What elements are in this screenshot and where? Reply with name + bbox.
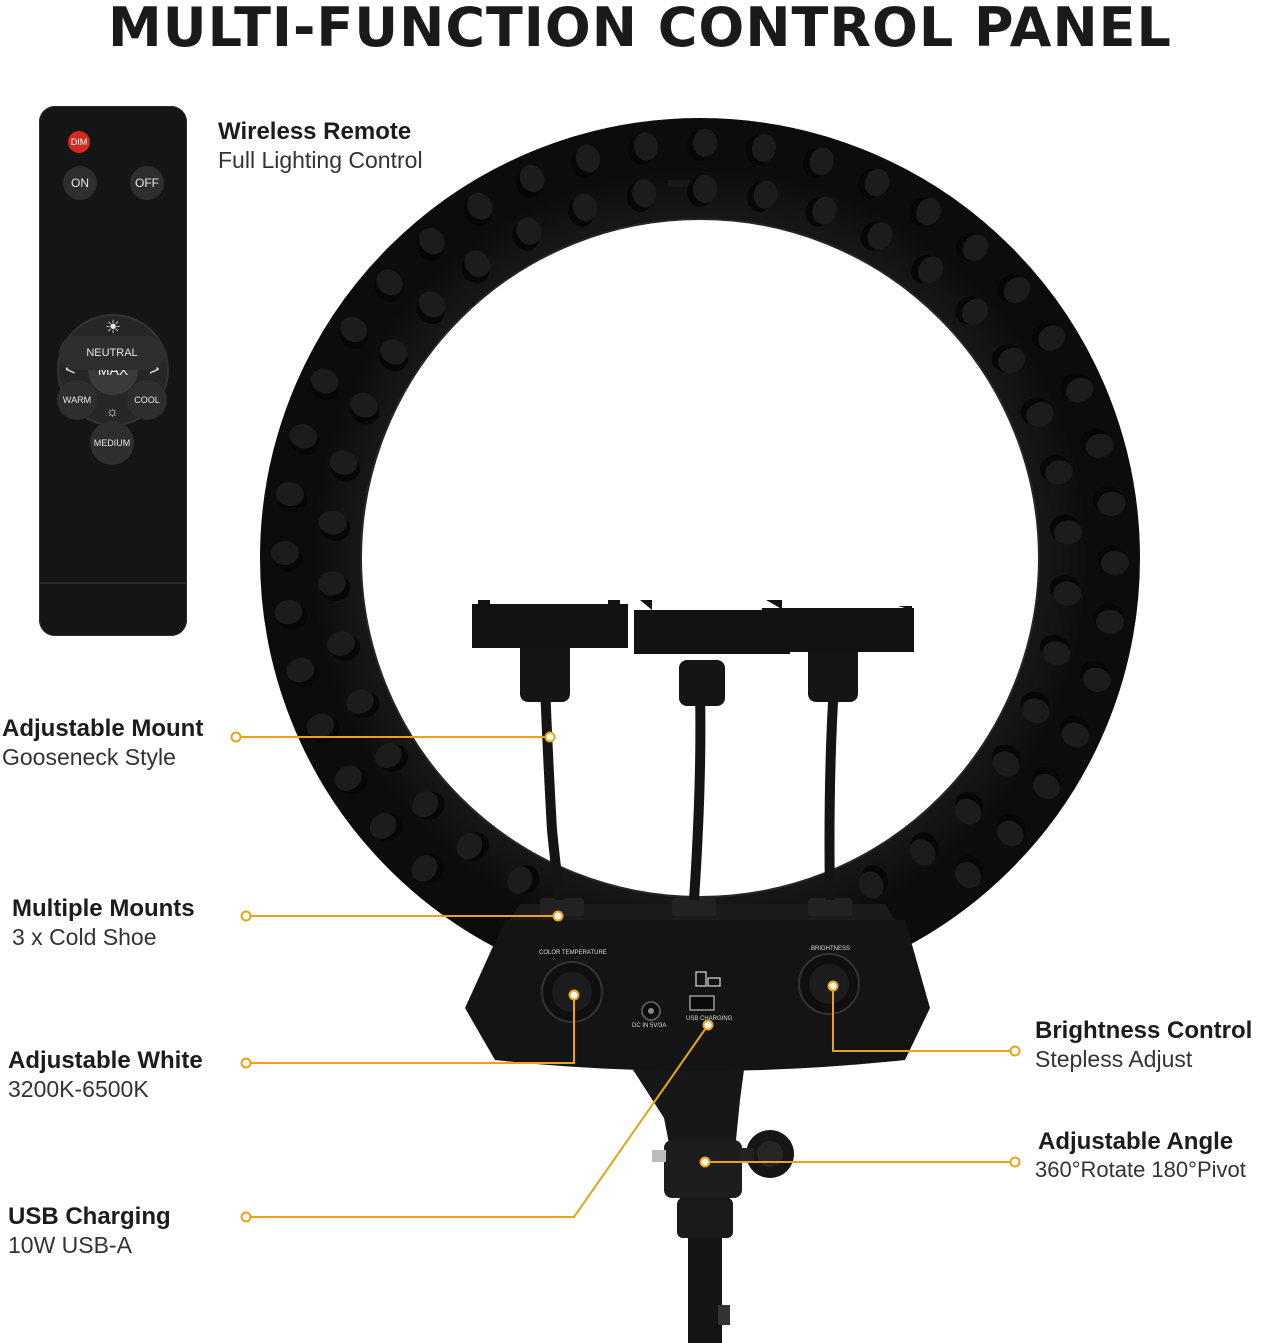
warm-button[interactable]: WARM	[57, 380, 97, 420]
feature-heading: Adjustable Angle	[1038, 1128, 1234, 1155]
led-pockets	[271, 129, 1129, 899]
feature-heading: Brightness Control	[1035, 1017, 1253, 1044]
feature-subtext: Stepless Adjust	[1035, 1046, 1193, 1072]
gooseneck-1	[540, 684, 565, 901]
stand-clamp	[677, 1198, 733, 1238]
cold-shoe-2	[672, 898, 716, 916]
dim-button[interactable]: DIM	[68, 131, 90, 153]
feature-subtext: 10W USB-A	[8, 1232, 132, 1258]
brightness-up-icon[interactable]: ☀	[105, 317, 122, 337]
feature-subtext: Full Lighting Control	[218, 147, 423, 173]
gooseneck-3	[824, 684, 839, 901]
feature-heading: Wireless Remote	[218, 118, 412, 145]
brightness-down-icon[interactable]: ☼	[106, 403, 119, 419]
usb-port[interactable]	[689, 995, 715, 1011]
cold-shoe-3	[808, 898, 852, 916]
phone-holder-2	[634, 600, 790, 654]
phone-holder-1	[472, 600, 628, 648]
right-arrow-button[interactable]: >	[149, 359, 160, 379]
feature-heading: Adjustable Mount	[2, 715, 204, 742]
off-button[interactable]: OFF	[130, 166, 164, 200]
callout-lines	[236, 736, 1015, 1218]
neutral-button[interactable]: NEUTRAL	[59, 336, 165, 370]
feature-usb-charging: USB Charging 10W USB-A	[8, 1203, 171, 1259]
callout-dots	[230, 731, 1021, 1223]
brightness-label: BRIGHTNESS	[811, 946, 851, 952]
cool-button[interactable]: COOL	[127, 380, 167, 420]
pole-lock	[718, 1305, 730, 1325]
page-title: MULTI-FUNCTION CONTROL PANEL	[108, 0, 1172, 59]
feature-wireless-remote: Wireless Remote Full Lighting Control	[218, 118, 423, 174]
feature-subtext: Gooseneck Style	[2, 744, 176, 770]
cold-shoe-1	[540, 898, 584, 916]
phone-holder-3	[762, 600, 914, 652]
on-button[interactable]: ON	[63, 166, 97, 200]
wireless-remote: DIM ON OFF ☀ < > ☼ MAX NEUTRAL WARM COOL…	[39, 106, 187, 636]
feature-adjustable-mount: Adjustable Mount Gooseneck Style	[2, 715, 203, 771]
feature-heading: Adjustable White	[8, 1047, 203, 1074]
dc-in-label: DC IN 5V/3A	[632, 1023, 667, 1029]
feature-adjustable-angle: Adjustable Angle 360°Rotate 180°Pivot	[1035, 1128, 1246, 1184]
feature-multiple-mounts: Multiple Mounts 3 x Cold Shoe	[12, 895, 195, 951]
feature-brightness-control: Brightness Control Stepless Adjust	[1035, 1017, 1252, 1073]
feature-adjustable-white: Adjustable White 3200K-6500K	[8, 1047, 203, 1103]
feature-subtext: 3200K-6500K	[8, 1076, 149, 1102]
usb-charging-label: USB CHARGING	[686, 1016, 733, 1022]
gooseneck-2	[689, 689, 706, 901]
feature-heading: Multiple Mounts	[12, 895, 195, 922]
battery-cover	[39, 582, 187, 584]
medium-button[interactable]: MEDIUM	[90, 421, 134, 465]
feature-heading: USB Charging	[8, 1203, 171, 1230]
feature-subtext: 360°Rotate 180°Pivot	[1035, 1157, 1246, 1182]
feature-subtext: 3 x Cold Shoe	[12, 924, 157, 950]
color-temperature-label: COLOR TEMPERATURE	[539, 950, 607, 956]
